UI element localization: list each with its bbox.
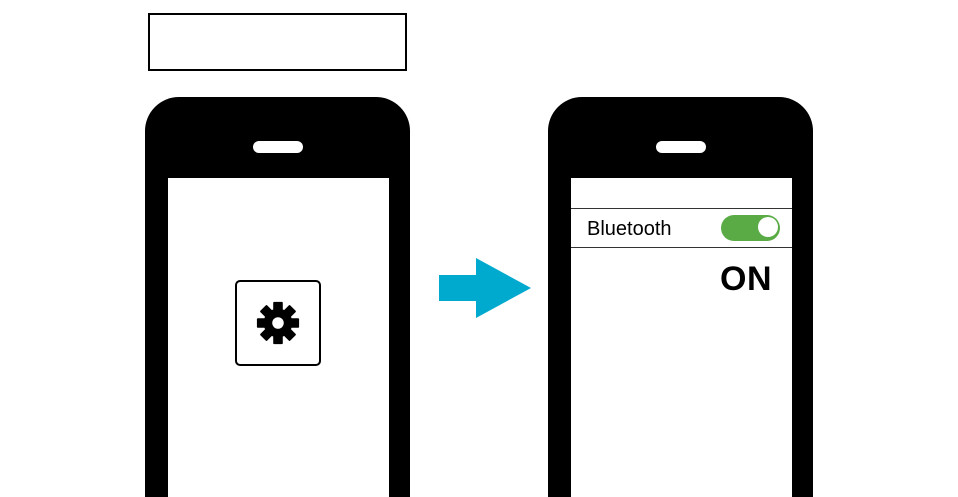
bluetooth-label: Bluetooth — [587, 218, 672, 240]
toggle-knob — [758, 217, 778, 237]
phone-screen-home — [168, 178, 389, 497]
phone-right: Bluetooth ON — [548, 97, 813, 497]
phone-speaker — [656, 141, 706, 153]
gear-icon — [256, 301, 300, 345]
bluetooth-toggle[interactable] — [721, 215, 780, 241]
bluetooth-status-text: ON — [720, 260, 772, 298]
phone-left — [145, 97, 410, 497]
phone-screen-settings: Bluetooth ON — [571, 178, 792, 497]
caption-box — [148, 13, 407, 71]
arrow-right-icon — [439, 258, 531, 318]
settings-app-button[interactable] — [235, 280, 321, 366]
bluetooth-setting-row: Bluetooth — [571, 208, 792, 248]
phone-speaker — [253, 141, 303, 153]
